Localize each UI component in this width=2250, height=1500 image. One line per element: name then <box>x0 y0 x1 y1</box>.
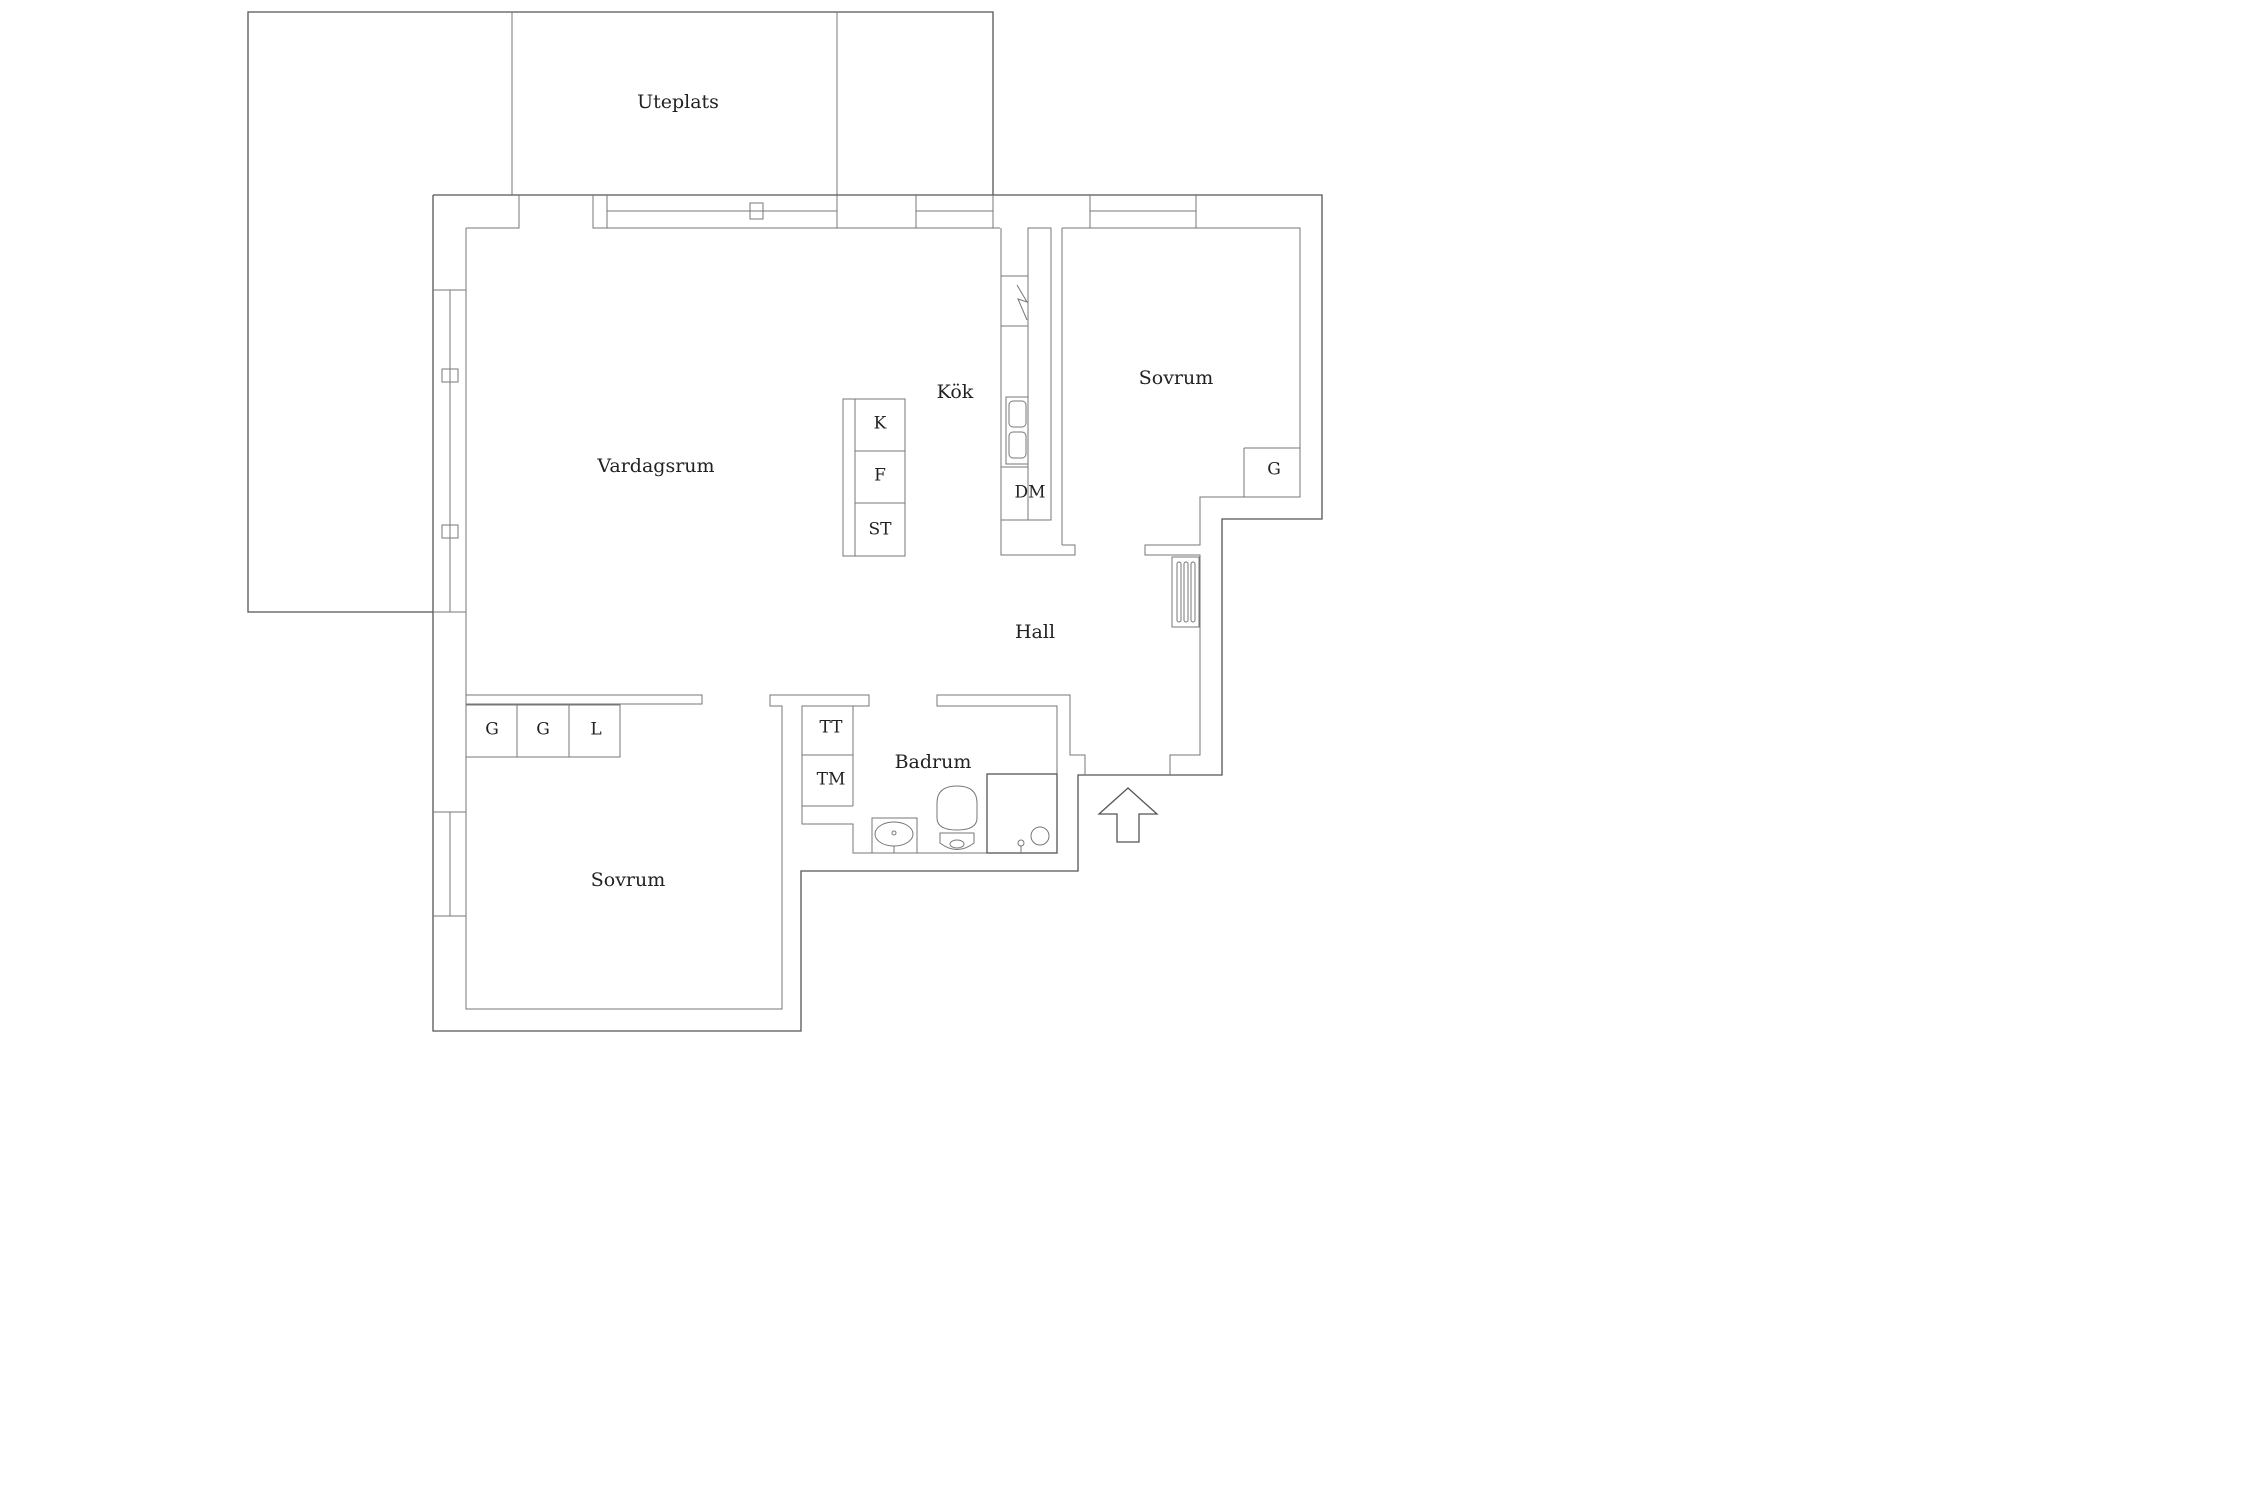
fixture-l: L <box>590 720 601 740</box>
room-label-uteplats: Uteplats <box>637 91 719 113</box>
bathroom-fixtures: TT TM <box>802 706 1058 854</box>
room-label-sovrum-right: Sovrum <box>1139 367 1214 389</box>
fixture-g-right: G <box>1267 460 1281 480</box>
fixture-st: ST <box>869 520 893 540</box>
kitchen-island: K F ST <box>842 398 906 557</box>
entrance-arrow-icon <box>1097 787 1159 843</box>
fixture-dm: DM <box>1014 483 1045 503</box>
closet-right: G <box>1243 447 1300 497</box>
room-labels: Uteplats Vardagsrum Kök Sovrum Hall Badr… <box>591 91 1214 891</box>
fixture-tm: TM <box>817 770 846 790</box>
sink-icon <box>871 817 918 854</box>
fixture-k: K <box>874 414 887 434</box>
windows <box>433 195 1197 917</box>
fixture-tt: TT <box>820 718 844 738</box>
toilet-icon <box>936 785 978 850</box>
room-label-kok: Kök <box>937 381 974 403</box>
exterior-walls <box>432 194 1323 1032</box>
fixture-g1: G <box>485 720 499 740</box>
hob-icon <box>1000 275 1029 327</box>
radiator-icon <box>1171 556 1200 628</box>
room-label-hall: Hall <box>1015 621 1055 643</box>
fixture-f: F <box>874 466 886 486</box>
room-label-sovrum-bottom: Sovrum <box>591 869 666 891</box>
room-label-vardagsrum: Vardagsrum <box>596 455 714 477</box>
kitchen-sink-icon <box>1005 396 1029 465</box>
room-label-badrum: Badrum <box>895 751 972 773</box>
shower-icon <box>986 773 1058 854</box>
floor-plan: K F ST DM G G G L <box>247 11 1323 1032</box>
kitchen-counter: DM <box>1000 227 1052 521</box>
closets-bottom: G G L <box>465 704 621 758</box>
fixture-g2: G <box>536 720 550 740</box>
terrace <box>247 11 994 613</box>
